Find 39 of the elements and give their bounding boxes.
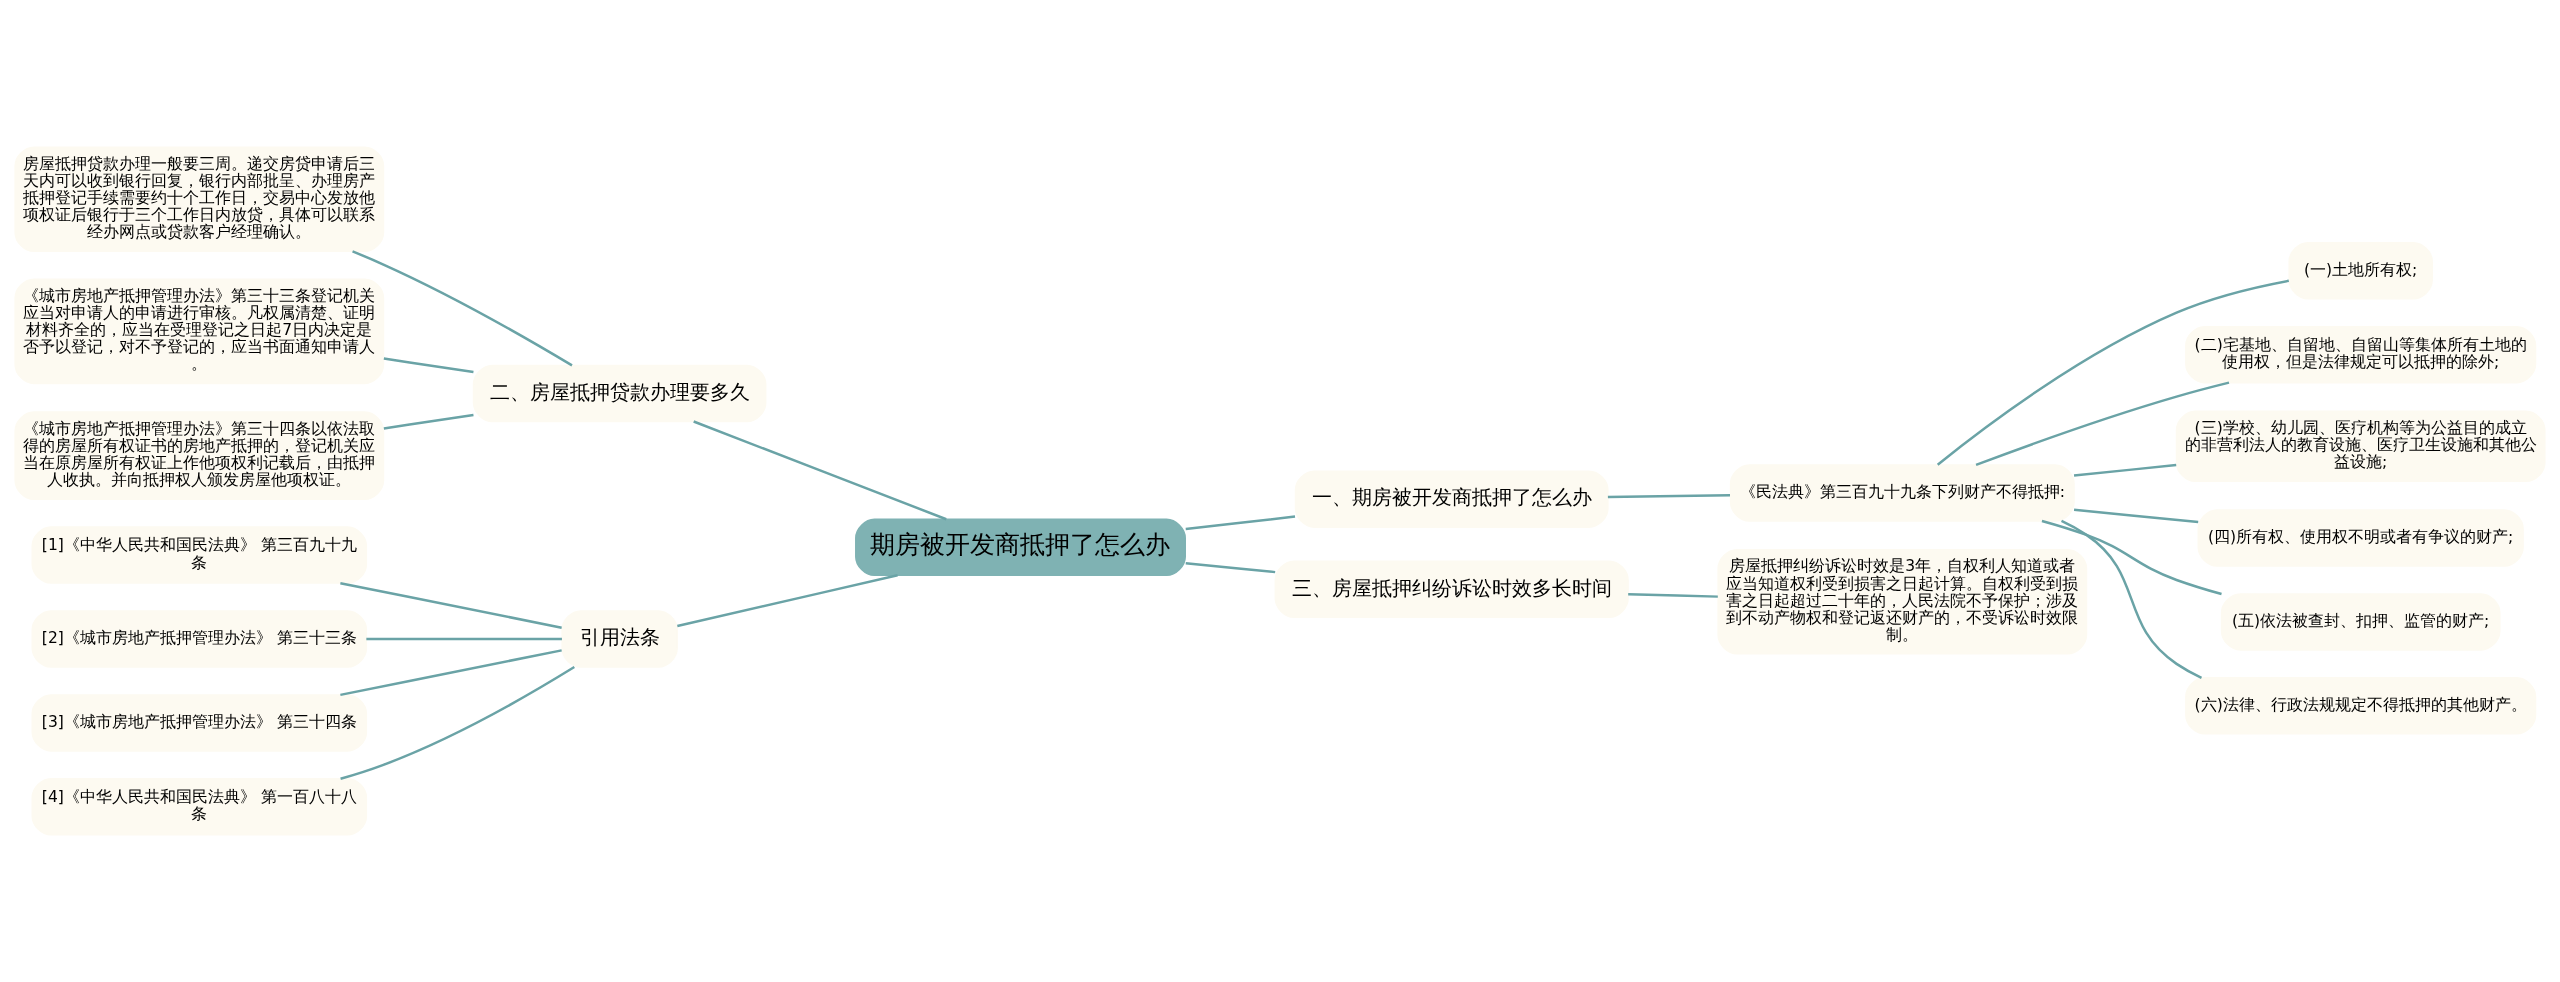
node-box: (五)依法被查封、扣押、监管的财产; [2220,593,2501,651]
connector [383,357,474,374]
node-box: 房屋抵押纠纷诉讼时效是3年，自权利人知道或者应当知道权利受到损害之日起计算。自权利受到损害之日起超过二十年的，人民法院不予保护；涉及到不动产物权和登记返还财产的，不受诉讼时效限制。 [1717,548,2088,655]
node-box: (四)所有权、使用权不明或者有争议的财产; [2197,509,2524,567]
connector [2060,519,2203,679]
node-box: 房屋抵押贷款办理一般要三周。递交房贷申请后三天内可以收到银行回复，银行内部批呈、办理房产抵押登记手续需要约十个工作日，交易中心发放他项权证后银行于三个工作日内放贷，具体可以联系经办网点或贷款客户经理确认。 [14,146,385,253]
node-box: [1]《中华人民共和国民法典》 第三百九十九条 [31,526,368,584]
node-box: (二)宅基地、自留地、自留山等集体所有土地的使用权，但是法律规定可以抵押的除外; [2185,325,2537,384]
connector [383,413,474,430]
connector [366,637,562,641]
node-box: [3]《城市房地产抵押管理办法》 第三十四条 [31,694,368,752]
connector [677,574,898,628]
connector [2073,508,2199,524]
connector [1185,562,1276,574]
node-box: 一、期房被开发商抵押了怎么办 [1294,470,1609,528]
node-box: 三、房屋抵押纠纷诉讼时效多长时间 [1274,560,1629,619]
connector [693,420,947,521]
node-box: (六)法律、行政法规规定不得抵押的其他财产。 [2185,677,2537,735]
connector [1607,494,1731,499]
node-box: 引用法条 [561,610,678,668]
connector [352,250,573,367]
connector [340,649,562,697]
node-box: (一)土地所有权; [2288,242,2433,300]
connector [2073,463,2177,477]
node-box: 《城市房地产抵押管理办法》第三十四条以依法取得的房屋所有权证书的房地产抵押的，登记机关应当在原房屋所有权证上作他项权利记载后，由抵押人收执。并向抵押权人颁发房屋他项权证。 [14,411,385,500]
node-box: 《民法典》第三百九十九条下列财产不得抵押: [1729,464,2075,522]
connector [340,581,562,629]
node-box: 期房被开发商抵押了怎么办 [855,518,1186,577]
connector [1628,592,1718,598]
node-box: (三)学校、幼儿园、医疗机构等为公益目的成立的非营利法人的教育设施、医疗卫生设施和其他公益设施; [2175,410,2546,483]
node-box: [2]《城市房地产抵押管理办法》 第三十三条 [31,610,368,668]
connector [2041,519,2222,596]
connector [1185,515,1296,531]
node-box: 二、房屋抵押贷款办理要多久 [472,364,767,423]
connector [1936,279,2290,466]
connector [340,666,575,780]
connector [1975,381,2230,467]
node-box: 《城市房地产抵押管理办法》第三十三条登记机关应当对申请人的申请进行审核。凡权属清楚、证明材料齐全的，应当在受理登记之日起7日内决定是否予以登记，对不予登记的，应当书面通知申请人。 [14,278,385,385]
node-box: [4]《中华人民共和国民法典》 第一百八十八条 [31,778,368,836]
